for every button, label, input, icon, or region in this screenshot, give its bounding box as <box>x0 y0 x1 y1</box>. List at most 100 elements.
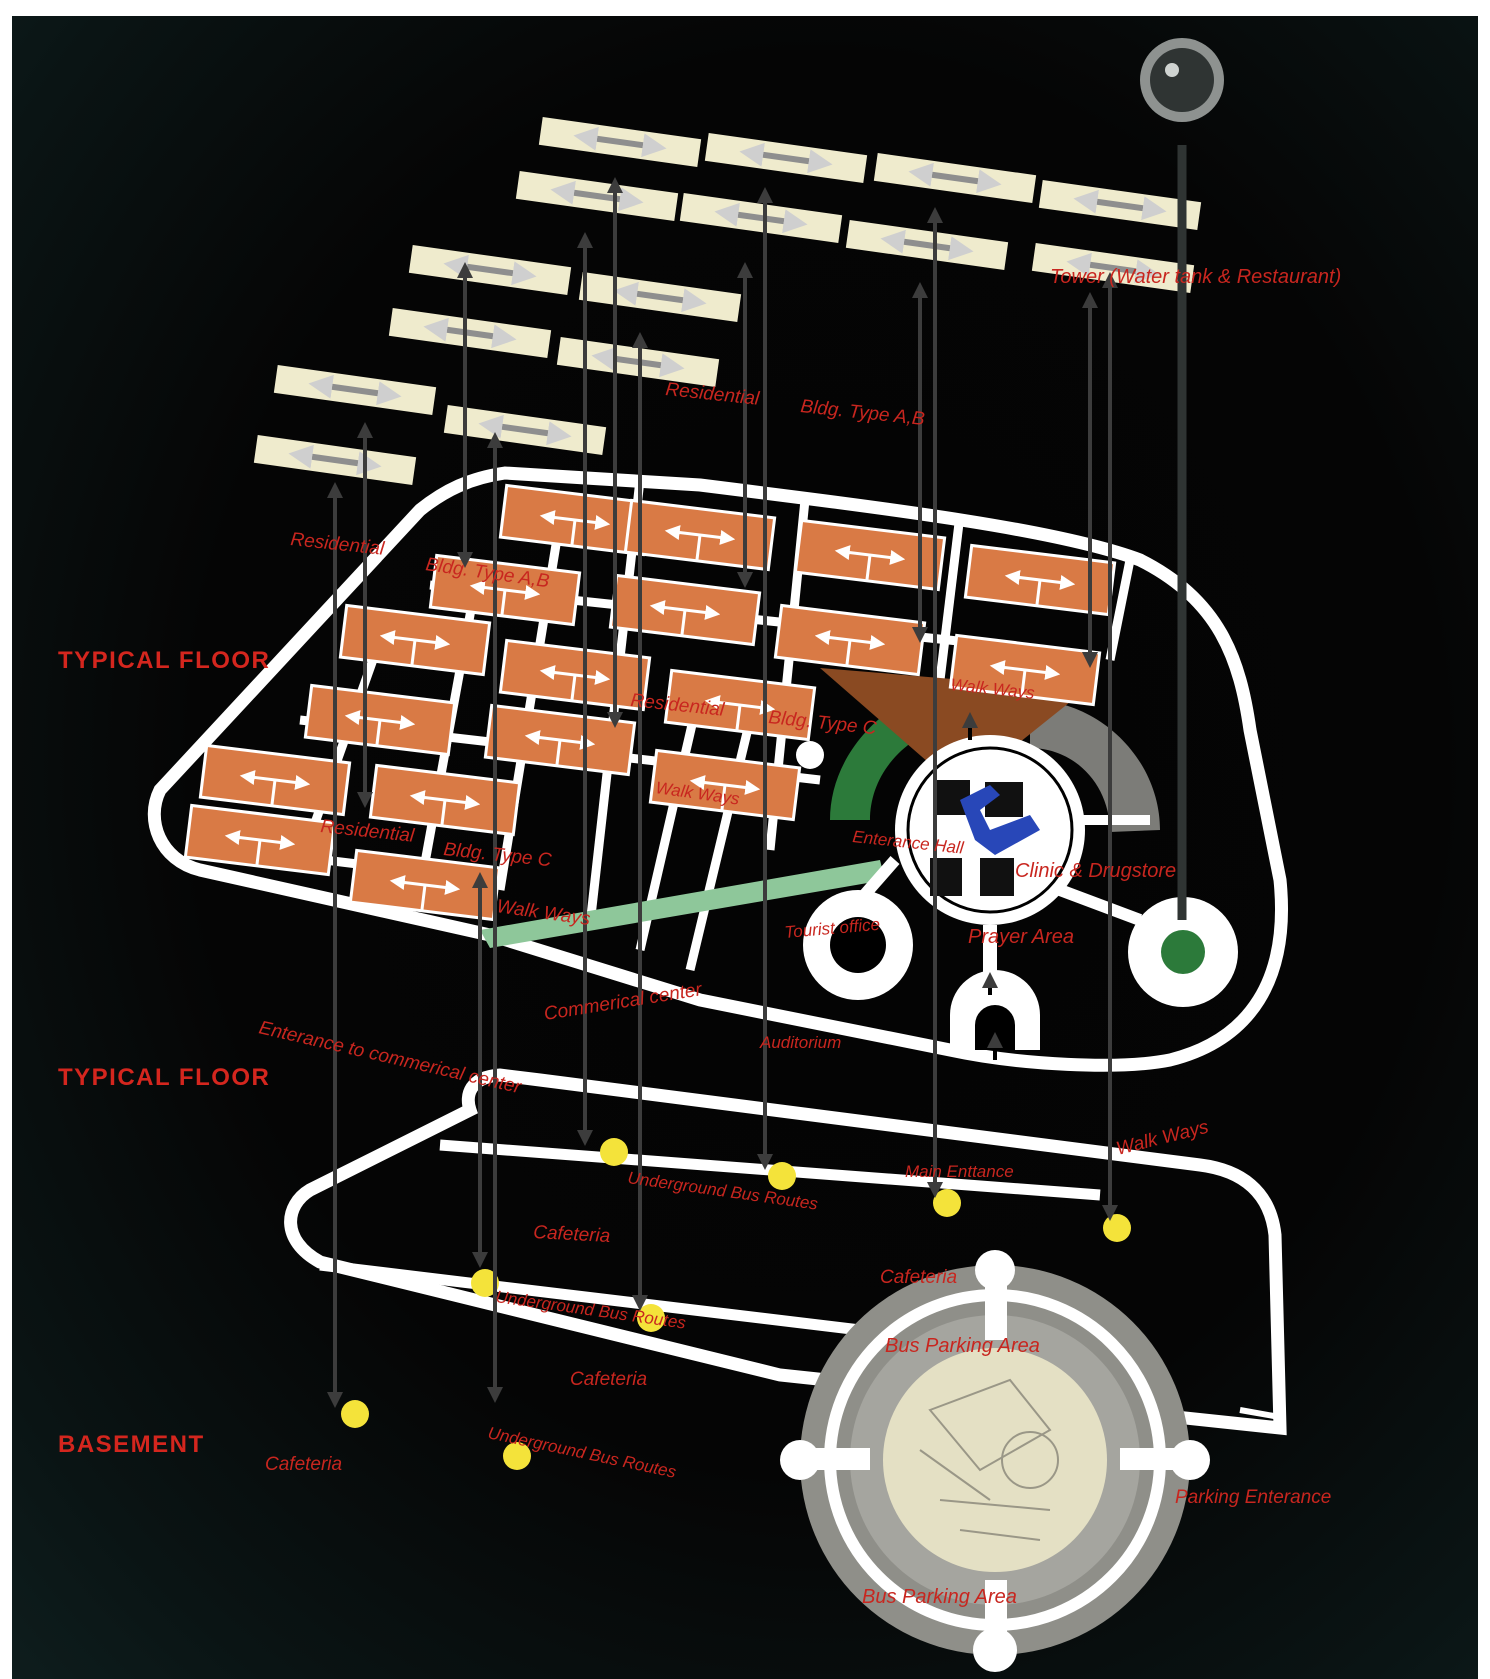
label-bus-parking-2: Bus Parking Area <box>862 1586 1017 1608</box>
green-arc <box>830 710 915 820</box>
label-prayer-area: Prayer Area <box>968 926 1074 948</box>
residential-slab <box>1031 243 1195 293</box>
label-cafeteria-1: Cafeteria <box>533 1222 611 1247</box>
tower-top-glint <box>1165 63 1179 77</box>
floor-block <box>623 498 777 572</box>
residential-slab <box>845 220 1009 270</box>
double-arrow-icon <box>739 142 833 174</box>
floor-outline <box>147 466 1288 1072</box>
floor-block <box>793 518 947 592</box>
residential-slab <box>273 365 437 415</box>
label-tower: Tower (Water tank & Restaurant) <box>1050 266 1341 288</box>
tower-top-inner <box>1150 48 1214 112</box>
central-triangle <box>820 668 1085 790</box>
residential-slab <box>515 171 679 221</box>
floor-block <box>338 603 492 677</box>
label-walk-ways-4: Walk Ways <box>1114 1117 1211 1160</box>
clinic-building <box>960 785 1040 855</box>
double-arrow-icon <box>1004 570 1076 590</box>
block-stem <box>695 534 702 561</box>
bus-stop-marker <box>768 1162 796 1190</box>
block-stem <box>720 784 727 811</box>
block-stem <box>1020 669 1027 696</box>
bus-parking-center-pattern <box>919 1378 1059 1541</box>
bus-stop-marker <box>637 1304 665 1332</box>
hub-connector <box>1057 884 1143 926</box>
block-stem <box>845 639 852 666</box>
hub-block <box>980 858 1014 896</box>
block-stem <box>420 884 427 911</box>
block-stem <box>375 719 382 746</box>
floor-block <box>368 763 522 837</box>
residential-slab <box>388 308 552 358</box>
bus-stop-marker <box>600 1138 628 1166</box>
block-stem <box>570 519 577 546</box>
bus-stop-marker <box>341 1400 369 1428</box>
basement-outline <box>284 1068 1287 1436</box>
floor-blocks <box>183 483 1117 922</box>
floor-block <box>183 803 337 877</box>
label-cafeteria-2: Cafeteria <box>880 1267 957 1288</box>
block-stem <box>735 704 742 731</box>
clinic-green-dot <box>1161 930 1205 974</box>
block-stem <box>270 779 277 806</box>
block-stem <box>680 609 687 636</box>
floor-block <box>498 638 652 712</box>
entrance-arch-door <box>975 1005 1015 1050</box>
bus-stop-marker <box>1103 1214 1131 1242</box>
floor-block <box>963 543 1117 617</box>
double-arrow-icon <box>834 545 906 565</box>
parking-entrance-tick <box>1239 1407 1286 1421</box>
block-stem <box>570 674 577 701</box>
residential-slab <box>538 117 702 167</box>
label-entrance-commercial: Enterance to commerical center <box>257 1017 524 1098</box>
double-arrow-icon <box>1066 252 1160 284</box>
section-title-basement: BASEMENT <box>58 1431 205 1458</box>
residential-slab <box>408 245 572 295</box>
label-residential-2: Residential <box>289 529 385 560</box>
floor-block <box>198 743 352 817</box>
label-clinic: Clinic & Drugstore <box>1015 860 1176 882</box>
section-title-typical-floor-1: TYPICAL FLOOR <box>58 647 270 674</box>
residential-slab <box>704 133 868 183</box>
bus-stop-marker <box>933 1189 961 1217</box>
label-commercial-center: Commerical center <box>542 979 703 1025</box>
bus-stop-marker <box>503 1442 531 1470</box>
label-bus-parking-1: Bus Parking Area <box>885 1335 1040 1357</box>
hub-connector <box>855 856 900 904</box>
block-stem <box>440 799 447 826</box>
double-arrow-icon <box>478 414 572 446</box>
residential-slab <box>679 193 843 243</box>
residential-slab <box>443 405 607 455</box>
residential-slab <box>1038 180 1202 230</box>
residential-blocks <box>253 117 1202 485</box>
residential-slab <box>873 153 1037 203</box>
label-main-entrance: Main Enttance <box>905 1162 1014 1181</box>
double-arrow-icon <box>649 600 721 620</box>
double-arrow-icon <box>308 374 402 406</box>
double-arrow-icon <box>539 510 611 530</box>
basement-plan <box>284 1068 1287 1672</box>
tourist-office-center <box>830 917 886 973</box>
label-bldg-type-ab-1: Bldg. Type A,B <box>799 396 925 430</box>
double-arrow-icon <box>613 281 707 313</box>
floor-block <box>948 633 1102 707</box>
block-stem <box>410 639 417 666</box>
block-stem <box>555 739 562 766</box>
label-cafeteria-3: Cafeteria <box>570 1369 647 1390</box>
basement-markers <box>341 1138 1131 1470</box>
basement-inner-road-2 <box>319 1259 861 1336</box>
gray-arc <box>1030 700 1160 832</box>
label-parking-entrance: Parking Enterance <box>1175 1487 1331 1508</box>
floor-block <box>303 683 457 757</box>
tower <box>1140 38 1224 920</box>
double-arrow-icon <box>573 126 667 158</box>
vertical-links <box>327 177 1118 1408</box>
block-stem <box>255 839 262 866</box>
double-arrow-icon <box>409 790 481 810</box>
double-arrow-icon <box>389 875 461 895</box>
floor-block <box>608 573 762 647</box>
label-auditorium: Auditorium <box>759 1033 841 1052</box>
double-arrow-icon <box>908 162 1002 194</box>
